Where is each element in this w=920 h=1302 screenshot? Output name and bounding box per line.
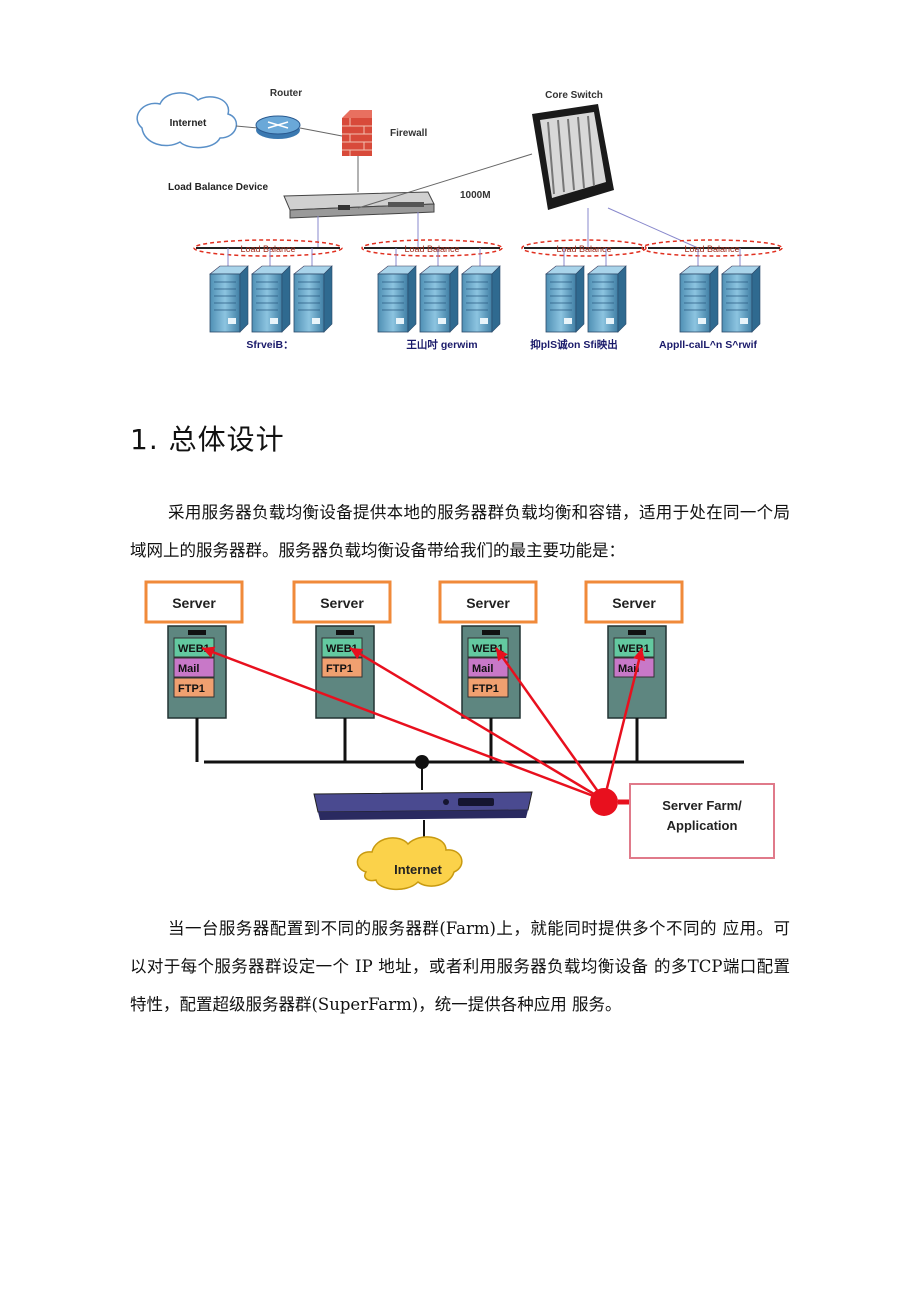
server-farm-diagram: ServerWEB1MailFTP1ServerWEB1FTP1ServerWE… — [144, 580, 775, 891]
internet-cloud-icon: Internet — [136, 92, 238, 149]
request-arrow — [494, 647, 606, 801]
link-speed-label: 1000M — [460, 190, 491, 201]
service-label: Mail — [472, 663, 493, 675]
server-towers — [209, 248, 761, 333]
lb-group-label: Load Balance — [684, 244, 739, 254]
core-switch-label: Core Switch — [545, 90, 603, 101]
server-tower-icon — [293, 248, 333, 333]
service-web1: WEB1 — [613, 637, 655, 658]
section-heading: 1. 总体设计 — [130, 423, 285, 456]
server-label-box — [292, 580, 392, 624]
service-ftp1: FTP1 — [321, 657, 363, 678]
server-farm-hub — [590, 788, 618, 816]
service-label: WEB1 — [326, 643, 358, 655]
service-web1: WEB1 — [321, 637, 363, 658]
server-tower-icon — [377, 248, 417, 333]
group-label-2: 王山吋 gerwim — [406, 338, 477, 351]
lb-group-3: Load Balance — [521, 239, 647, 257]
paragraph-farm: 当一台服务器配置到不同的服务器群(Farm)上，就能同时提供多个不同的 应用。可… — [130, 919, 790, 1014]
paragraph-intro: 采用服务器负载均衡设备提供本地的服务器群负载均衡和容错，适用于处在同一个局域网上… — [130, 503, 790, 560]
server-tower-icon — [251, 248, 291, 333]
service-mail: Mail — [467, 657, 509, 678]
service-web1: WEB1 — [173, 637, 215, 658]
lb-group-label: Load Balance — [556, 244, 611, 254]
group-label-4: Appll-calL^n S^rwif — [659, 339, 758, 351]
service-ftp1: FTP1 — [173, 677, 215, 698]
firewall-label: Firewall — [390, 128, 427, 139]
farm-arrows — [201, 646, 645, 802]
lb-group-1: Load Balance — [193, 239, 343, 257]
service-mail: Mail — [173, 657, 215, 678]
server-tower-icon — [679, 248, 719, 333]
service-label: FTP1 — [326, 663, 353, 675]
lb-group-label: Load Balance — [404, 244, 459, 254]
router-label: Router — [270, 88, 302, 99]
bus-junction — [415, 755, 429, 769]
load-balancer-appliance-icon — [313, 791, 533, 820]
request-arrow — [201, 646, 605, 802]
internet-label: Internet — [394, 862, 442, 877]
service-mail: Mail — [613, 657, 655, 678]
farm-label-line1: Server Farm/ — [662, 798, 742, 813]
service-label: FTP1 — [472, 683, 499, 695]
load-balance-device-icon — [283, 191, 435, 219]
firewall-icon — [342, 110, 372, 156]
server-label: Server — [612, 595, 656, 611]
lb-group-4: Load Balance — [641, 239, 783, 257]
group-label-1: SfrveiB： — [246, 339, 293, 351]
service-ftp1: FTP1 — [467, 677, 509, 698]
server-tower-icon — [587, 248, 627, 333]
service-label: FTP1 — [178, 683, 205, 695]
server-label-box — [584, 580, 684, 624]
lb-group-2: Load Balance — [361, 239, 503, 257]
service-label: WEB1 — [472, 643, 504, 655]
farm-servers: ServerWEB1MailFTP1ServerWEB1FTP1ServerWE… — [144, 580, 684, 762]
service-label: Mail — [618, 663, 639, 675]
lb-device-label: Load Balance Device — [168, 182, 268, 193]
server-label: Server — [466, 595, 510, 611]
server-label-box — [144, 580, 244, 624]
network-topology-diagram: Internet Router Firewall Core Switch Loa… — [136, 88, 783, 351]
server-tower-icon — [419, 248, 459, 333]
service-label: WEB1 — [618, 643, 650, 655]
server-label-box — [438, 580, 538, 624]
server-tower-icon — [209, 248, 249, 333]
core-switch-icon — [532, 104, 614, 210]
internet-label: Internet — [170, 118, 207, 129]
service-label: Mail — [178, 663, 199, 675]
server-tower-icon — [721, 248, 761, 333]
server-label: Server — [320, 595, 364, 611]
lb-group-label: Load Balance — [240, 244, 295, 254]
server-farm-box — [629, 783, 775, 859]
server-tower-icon — [461, 248, 501, 333]
group-label-3: 抑plS诚on Sfi映出 — [530, 338, 618, 351]
server-label: Server — [172, 595, 216, 611]
farm-label-line2: Application — [667, 818, 738, 833]
router-icon — [255, 115, 301, 139]
service-label: WEB1 — [178, 643, 210, 655]
request-arrow — [602, 647, 645, 801]
internet-cloud-icon: Internet — [356, 836, 463, 891]
request-arrow — [349, 646, 605, 802]
server-tower-icon — [545, 248, 585, 333]
